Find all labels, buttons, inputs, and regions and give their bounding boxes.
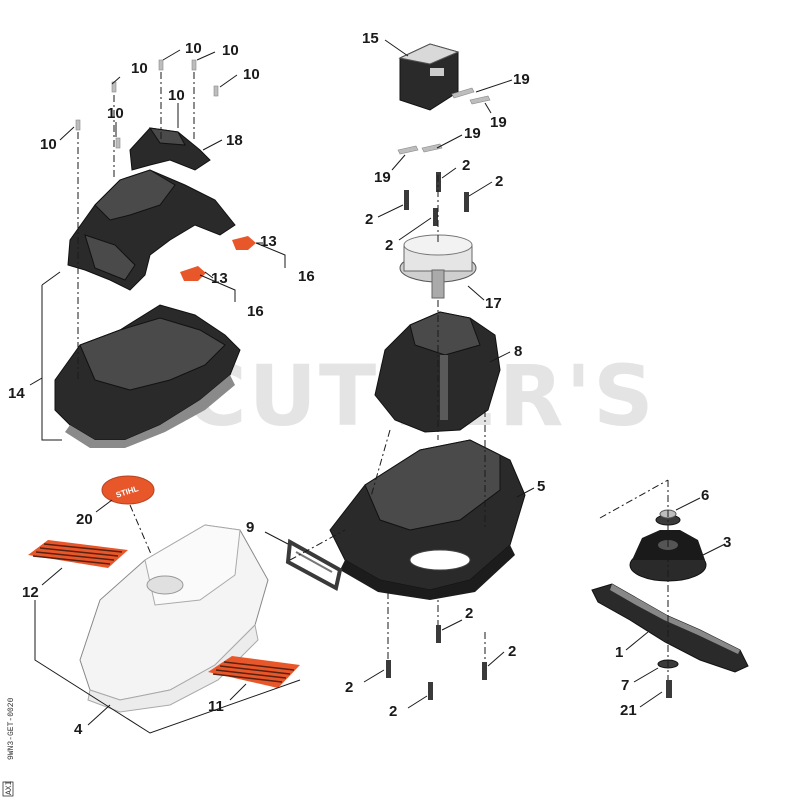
callout-12: 12 xyxy=(22,584,39,601)
callout-13: 13 xyxy=(260,233,277,250)
callout-1: 1 xyxy=(615,644,623,661)
chassis-5 xyxy=(329,439,526,600)
callout-2: 2 xyxy=(389,703,397,720)
fan-3 xyxy=(629,530,726,582)
bottom-screws-2 xyxy=(363,619,505,709)
callout-2: 2 xyxy=(508,643,516,660)
stripe-decal-11 xyxy=(208,656,300,701)
callout-2: 2 xyxy=(365,211,373,228)
callout-2: 2 xyxy=(465,605,473,622)
callout-11: 11 xyxy=(208,698,224,715)
cover-screws-10 xyxy=(75,59,219,149)
callout-2: 2 xyxy=(462,157,470,174)
lead-lines-center xyxy=(369,39,535,665)
nut-6 xyxy=(655,497,701,526)
callout-19: 19 xyxy=(513,71,530,88)
callout-15: 15 xyxy=(362,30,379,47)
callout-19: 19 xyxy=(490,114,507,131)
callout-13: 13 xyxy=(211,270,228,287)
callout-10: 10 xyxy=(40,136,57,153)
callout-6: 6 xyxy=(701,487,709,504)
callout-4: 4 xyxy=(74,721,83,738)
motor-screws-2-top xyxy=(404,172,469,226)
contacts-19 xyxy=(397,87,491,155)
callout-20: 20 xyxy=(76,511,93,528)
orange-clip-13a xyxy=(232,236,256,250)
motor-17 xyxy=(399,234,477,299)
lead-lines-bottom-left xyxy=(34,600,301,734)
orange-clip-13b xyxy=(180,266,206,281)
callout-18: 18 xyxy=(226,132,243,149)
document-id: 9WN3-GET-0020 xyxy=(7,697,16,760)
callout-16: 16 xyxy=(298,268,315,285)
lead-lines-right xyxy=(599,479,669,680)
callout-10: 10 xyxy=(222,42,239,59)
lead-lines-left xyxy=(29,49,286,441)
bracket-9 xyxy=(264,529,346,592)
callout-19: 19 xyxy=(374,169,391,186)
callout-9: 9 xyxy=(246,519,254,536)
callout-5: 5 xyxy=(537,478,545,495)
document-code-box xyxy=(2,781,14,797)
callout-17: 17 xyxy=(485,295,502,312)
callout-10: 10 xyxy=(168,87,185,104)
callout-7: 7 xyxy=(621,677,629,694)
electronics-module-15 xyxy=(398,43,460,111)
blade-1 xyxy=(591,583,749,673)
callout-19: 19 xyxy=(464,125,481,142)
callout-2: 2 xyxy=(495,173,503,190)
callout-10: 10 xyxy=(107,105,124,122)
callout-2: 2 xyxy=(345,679,353,696)
callout-10: 10 xyxy=(243,66,260,83)
callout-8: 8 xyxy=(514,343,522,360)
lower-housing xyxy=(54,304,241,448)
washer-7 xyxy=(633,659,679,683)
blade-bolt-21 xyxy=(639,680,672,708)
callout-2: 2 xyxy=(385,237,393,254)
document-code: AXI xyxy=(5,781,14,795)
top-cover-18 xyxy=(129,127,211,171)
callout-10: 10 xyxy=(185,40,202,57)
stripe-decal-12 xyxy=(28,540,128,586)
callout-21: 21 xyxy=(620,702,637,719)
callout-16: 16 xyxy=(247,303,264,320)
callout-10: 10 xyxy=(131,60,148,77)
callout-3: 3 xyxy=(723,534,731,551)
upper-housing xyxy=(67,169,236,291)
callout-14: 14 xyxy=(8,385,25,402)
